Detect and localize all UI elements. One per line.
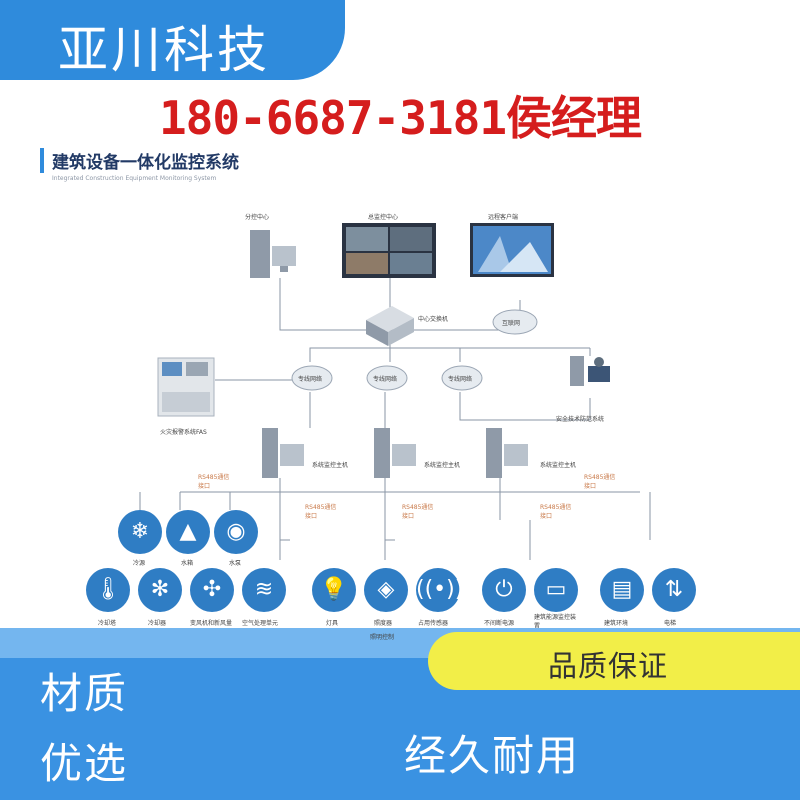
label-cloud-1: 专线网络 <box>298 376 323 383</box>
label-device-10: 建筑环境 <box>604 620 629 627</box>
internet-cloud-icon <box>492 309 538 335</box>
label-switch: 中心交换机 <box>418 316 449 323</box>
label-lighting-group: 照明控制 <box>370 634 395 641</box>
host-icon-2 <box>374 428 416 478</box>
host-icon-1 <box>262 428 304 478</box>
fas-cabinet-icon <box>157 357 215 417</box>
energy-monitor-icon: ▭ <box>534 568 578 612</box>
label-internet: 互联网 <box>502 320 521 327</box>
banner-left-line1: 材质 <box>40 669 129 718</box>
pump-icon: ◉ <box>214 510 258 554</box>
quality-badge: 品质保证 <box>428 632 800 690</box>
label-device-8: 不间断电源 <box>484 620 515 627</box>
cold-source-icon: ❄ <box>118 510 162 554</box>
label-host-3: 系统监控主机 <box>540 462 577 469</box>
label-pump: 水泵 <box>229 560 242 567</box>
label-host-1: 系统监控主机 <box>312 462 349 469</box>
cooling-tower-icon: 🌡 <box>86 568 130 612</box>
label-host-2: 系统监控主机 <box>424 462 461 469</box>
fan-icon: ✣ <box>190 568 234 612</box>
brand-name: 亚川科技 <box>58 21 270 79</box>
network-cloud-icon-2 <box>366 365 408 391</box>
banner-right-text: 经久耐用 <box>404 731 581 780</box>
cooler-icon: ✻ <box>138 568 182 612</box>
ups-icon: ⏻ <box>482 568 526 612</box>
label-cloud-2: 专线网络 <box>373 376 398 383</box>
label-water-tank: 水箱 <box>181 560 194 567</box>
label-cloud-3: 专线网络 <box>448 376 473 383</box>
contact-phone: 180-6687-3181侯经理 <box>158 91 642 145</box>
remote-client-icon <box>470 223 554 277</box>
label-device-11: 电梯 <box>664 620 677 627</box>
label-device-4: 空气处理单元 <box>242 620 279 627</box>
label-rs485-3: RS485通信接口 <box>402 504 434 520</box>
diagram-title: 建筑设备一体化监控系统 <box>40 148 239 173</box>
label-main-center: 总监控中心 <box>368 214 399 221</box>
switch-icon <box>366 306 414 346</box>
label-rs485-4: RS485通信接口 <box>540 504 572 520</box>
label-cold-source: 冷源 <box>133 560 146 567</box>
label-device-5: 灯具 <box>326 620 339 627</box>
elevator-icon: ⇅ <box>652 568 696 612</box>
water-tank-icon: ▲ <box>166 510 210 554</box>
air-handler-icon: ≋ <box>242 568 286 612</box>
monitor-wall-icon <box>342 223 436 278</box>
network-cloud-icon-3 <box>441 365 483 391</box>
lamp-icon: 💡 <box>312 568 356 612</box>
label-remote-client: 远程客户端 <box>488 214 519 221</box>
label-device-2: 冷却器 <box>148 620 167 627</box>
label-control-center: 分控中心 <box>245 214 270 221</box>
label-rs485-2: RS485通信接口 <box>305 504 337 520</box>
diagram-subtitle: Integrated Construction Equipment Monito… <box>52 175 217 182</box>
occupancy-sensor-icon: ((•)) <box>416 568 463 612</box>
label-rs485-1: RS485通信接口 <box>198 474 230 490</box>
network-diagram <box>139 223 651 560</box>
environment-icon: ▤ <box>600 568 644 612</box>
label-fas: 火灾报警系统FAS <box>160 429 207 436</box>
light-sensor-icon: ◈ <box>364 568 408 612</box>
security-system-icon <box>570 356 610 386</box>
label-device-6: 照度器 <box>374 620 393 627</box>
label-device-3: 变风机和新风量 <box>190 620 233 627</box>
brand-tab: 亚川科技 <box>0 0 345 80</box>
host-icon-3 <box>486 428 528 478</box>
network-cloud-icon-1 <box>291 365 333 391</box>
label-rs485-5: RS485通信接口 <box>584 474 616 490</box>
label-device-1: 冷却塔 <box>98 620 117 627</box>
label-device-9: 建筑能源监控装置 <box>534 614 577 630</box>
quality-text: 品质保证 <box>548 649 669 683</box>
control-center-icon <box>250 230 296 278</box>
banner-left-line2: 优选 <box>40 739 129 788</box>
label-security: 安全技术防范系统 <box>556 416 605 423</box>
label-device-7: 占用传感器 <box>418 620 449 627</box>
